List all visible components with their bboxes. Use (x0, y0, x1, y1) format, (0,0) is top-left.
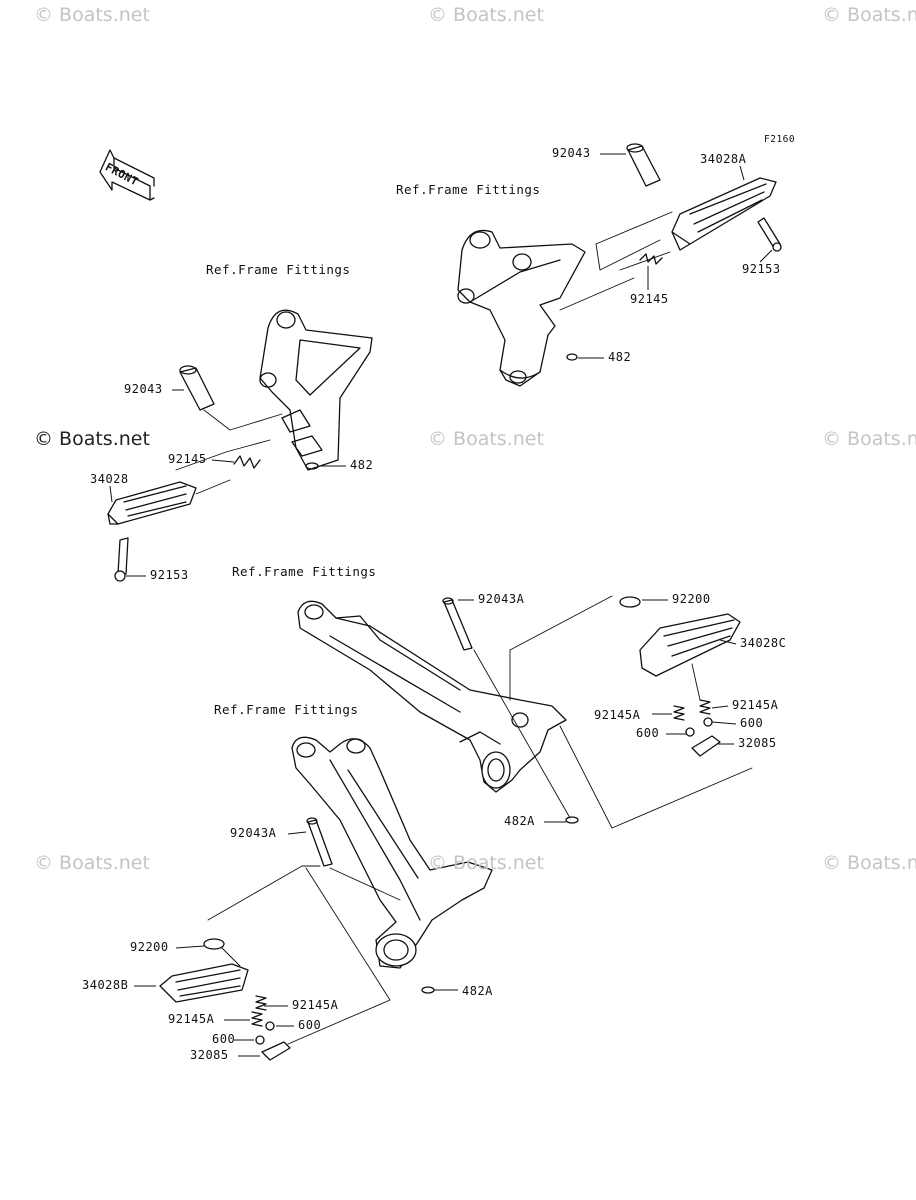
watermark: © Boats.net (428, 852, 544, 874)
part-label: 600 (298, 1018, 322, 1032)
watermark: © Boats.net (822, 4, 916, 26)
part-label: 34028 (90, 472, 129, 486)
pin-92043A-r (442, 597, 473, 651)
part-label: 34028A (700, 152, 747, 166)
diagram-code: F2160 (764, 134, 796, 145)
part-label: 92200 (130, 940, 169, 954)
pin-482A-r (565, 816, 579, 824)
ref-frame-fittings-label: Ref.Frame Fittings (232, 564, 377, 579)
spring-92145A-b1 (251, 1011, 263, 1027)
ball-600-r1 (685, 727, 695, 737)
spring-92145A-r1 (673, 705, 685, 721)
watermark: © Boats.net (34, 852, 150, 874)
spring-92145A-r2 (699, 699, 711, 715)
plate-32085-r (691, 735, 721, 757)
ball-600-b2 (255, 1035, 265, 1045)
footpeg-34028 (107, 481, 197, 525)
guide-lines-l (175, 409, 283, 495)
front-arrow-icon (99, 149, 155, 201)
part-label: 92043 (124, 382, 163, 396)
pin-482-tr (566, 353, 578, 361)
part-label: 482 (350, 458, 374, 472)
part-label: 92043 (552, 146, 591, 160)
part-label: 482A (462, 984, 493, 998)
footpeg-34028C (639, 613, 741, 677)
part-label: 92145A (594, 708, 641, 722)
part-label: 482A (504, 814, 535, 828)
ball-600-b1 (265, 1021, 275, 1031)
watermark: © Boats.net (822, 428, 916, 450)
part-label: 34028C (740, 636, 787, 650)
part-label: 92153 (742, 262, 781, 276)
bolt-92153-l (114, 537, 129, 582)
part-label: 600 (636, 726, 660, 740)
part-label: 92145 (168, 452, 207, 466)
watermark: © Boats.net (822, 852, 916, 874)
part-label: 600 (212, 1032, 236, 1046)
part-label: 92200 (672, 592, 711, 606)
watermark: © Boats.net (34, 4, 150, 26)
watermark: © Boats.net (34, 428, 150, 450)
washer-92200-r (619, 596, 641, 608)
ref-frame-fittings-label: Ref.Frame Fittings (206, 262, 351, 277)
footpeg-34028B (159, 963, 249, 1003)
plate-32085-b (261, 1041, 291, 1061)
watermark: © Boats.net (428, 428, 544, 450)
top-left-bracket (259, 309, 373, 471)
spring-92145A-b2 (255, 995, 267, 1011)
part-label: 600 (740, 716, 764, 730)
part-label: 92043A (230, 826, 277, 840)
part-label: 32085 (738, 736, 777, 750)
part-label: 92043A (478, 592, 525, 606)
guide-lines-r (473, 595, 753, 829)
part-label: 32085 (190, 1048, 229, 1062)
pin-92043-tr (626, 143, 661, 187)
part-label: 92145 (630, 292, 669, 306)
pin-92043A-b (306, 817, 333, 867)
bolt-92153-tr (757, 217, 782, 252)
middle-bracket (297, 600, 567, 793)
spring-92145-l (233, 455, 261, 469)
washer-92200-b (203, 938, 225, 950)
top-right-bracket (457, 229, 586, 387)
part-label: 92145A (732, 698, 779, 712)
part-label: 34028B (82, 978, 129, 992)
guide-lines-tr (559, 211, 673, 311)
ref-frame-fittings-label: Ref.Frame Fittings (214, 702, 359, 717)
part-label: 92145A (168, 1012, 215, 1026)
guide-lines-b (207, 865, 401, 1045)
bottom-bracket (291, 736, 493, 969)
part-label: 482 (608, 350, 632, 364)
watermark: © Boats.net (428, 4, 544, 26)
part-label: 92153 (150, 568, 189, 582)
ref-frame-fittings-label: Ref.Frame Fittings (396, 182, 541, 197)
footpeg-34028A (671, 177, 777, 251)
pin-92043-l (179, 365, 215, 411)
part-label: 92145A (292, 998, 339, 1012)
